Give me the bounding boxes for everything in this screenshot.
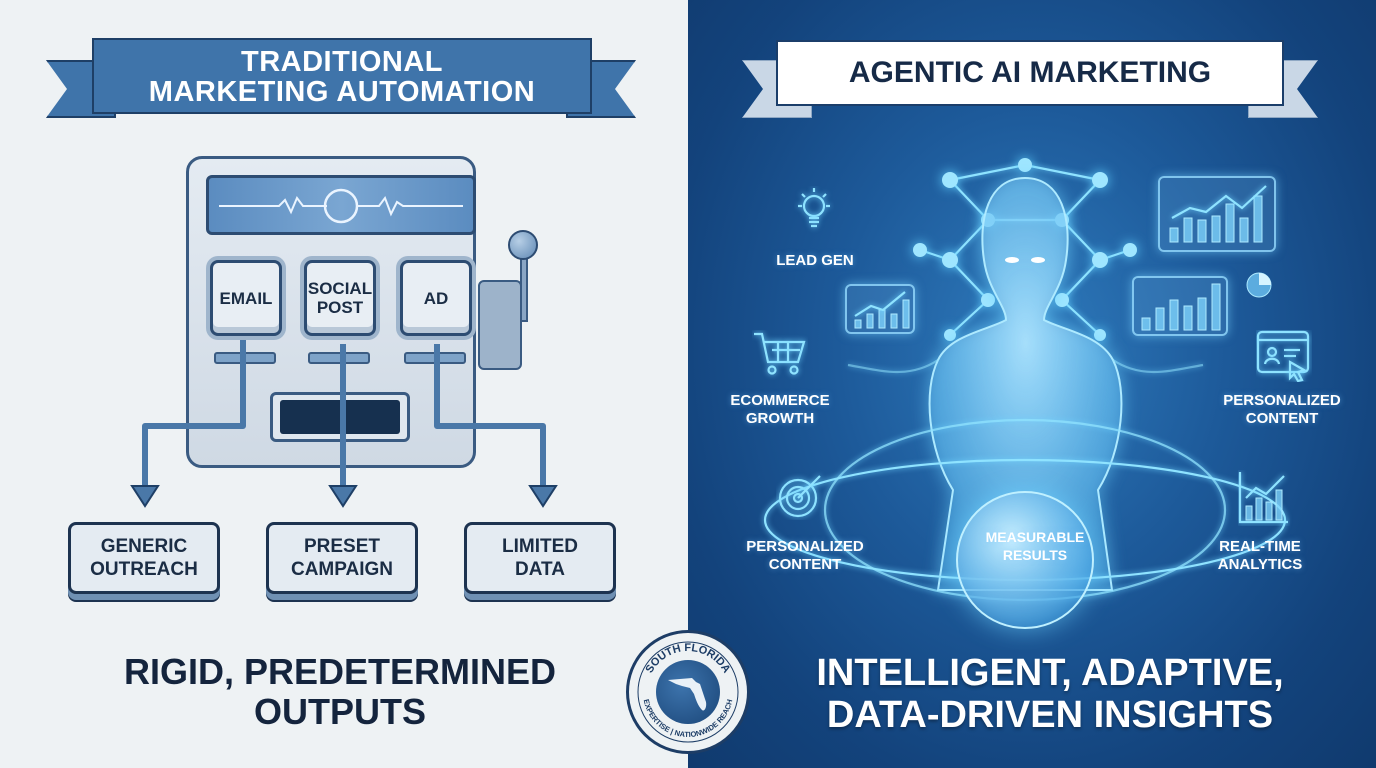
lever-housing xyxy=(478,280,522,370)
ad-label: AD xyxy=(423,288,449,308)
feature-label-line1: PERSONALIZED xyxy=(1223,392,1341,409)
email-button: EMAIL xyxy=(210,260,282,336)
feature-label-line1: ECOMMERCE xyxy=(730,392,830,409)
shopping-cart-icon xyxy=(754,332,806,375)
output-line1: PRESET xyxy=(303,536,381,557)
feature-personalized-content-left: PERSONALIZED CONTENT xyxy=(740,538,870,574)
social-label-line1: SOCIAL xyxy=(307,279,373,298)
output-preset-campaign: PRESET CAMPAIGN xyxy=(266,522,418,594)
target-icon xyxy=(778,475,821,518)
lightbulb-icon xyxy=(798,188,830,228)
badge-center xyxy=(656,660,720,724)
feature-label-line2: CONTENT xyxy=(1245,410,1319,427)
machine-screen xyxy=(206,175,476,235)
pie-chart-icon xyxy=(1246,272,1272,298)
output-generic-outreach: GENERIC OUTREACH xyxy=(68,522,220,594)
email-label: EMAIL xyxy=(219,288,273,308)
caption-line1: RIGID, PREDETERMINED xyxy=(123,651,557,692)
caption-line1: INTELLIGENT, ADAPTIVE, xyxy=(816,652,1284,694)
florida-map-icon xyxy=(668,678,707,711)
slot-indicator-2 xyxy=(308,352,370,364)
feature-label-line2: CONTENT xyxy=(768,556,842,573)
feature-label-line2: ANALYTICS xyxy=(1217,556,1303,573)
trend-chart-panel xyxy=(845,284,915,334)
banner-title-line1: TRADITIONAL xyxy=(240,46,444,78)
feature-measurable-results: MEASURABLE RESULTS xyxy=(970,528,1100,564)
bar-line-chart-icon xyxy=(1169,185,1267,243)
bar-chart-panel xyxy=(1132,276,1228,336)
social-post-button: SOCIAL POST xyxy=(304,260,376,336)
feature-label-line2: GROWTH xyxy=(745,410,815,427)
ad-button: AD xyxy=(400,260,472,336)
caption-line2: OUTPUTS xyxy=(253,691,426,732)
traditional-caption: RIGID, PREDETERMINED OUTPUTS xyxy=(60,652,620,732)
caption-line2: DATA-DRIVEN INSIGHTS xyxy=(826,694,1274,736)
feature-label-line1: REAL-TIME xyxy=(1219,538,1301,555)
feature-label-line1: PERSONALIZED xyxy=(746,538,864,555)
agentic-caption: INTELLIGENT, ADAPTIVE, DATA-DRIVEN INSIG… xyxy=(780,652,1320,736)
profile-window-icon xyxy=(1256,330,1310,382)
feature-lead-gen: LEAD GEN xyxy=(760,252,870,270)
output-line1: GENERIC xyxy=(100,536,188,557)
output-line2: DATA xyxy=(515,559,565,580)
banner-title: AGENTIC AI MARKETING xyxy=(848,56,1212,89)
output-line2: CAMPAIGN xyxy=(290,559,394,580)
bar-chart-icon xyxy=(1141,283,1221,331)
flow-arrows xyxy=(130,340,558,508)
ai-figure-illustration xyxy=(763,158,1287,629)
feature-label-line1: MEASURABLE xyxy=(985,529,1085,545)
lever-knob-icon xyxy=(508,230,538,260)
feature-label: LEAD GEN xyxy=(776,252,854,269)
trend-chart-icon xyxy=(854,291,910,329)
output-line1: LIMITED xyxy=(502,536,578,557)
analytics-chart-icon xyxy=(1238,472,1288,524)
agentic-banner: AGENTIC AI MARKETING xyxy=(776,40,1284,106)
feature-real-time-analytics: REAL-TIME ANALYTICS xyxy=(1200,538,1320,574)
output-line2: OUTREACH xyxy=(90,559,198,580)
feature-personalized-content-right: PERSONALIZED CONTENT xyxy=(1212,392,1352,428)
feature-ecommerce-growth: ECOMMERCE GROWTH xyxy=(720,392,840,428)
feature-label-line2: RESULTS xyxy=(1002,547,1068,563)
output-limited-data: LIMITED DATA xyxy=(464,522,616,594)
traditional-banner: TRADITIONAL MARKETING AUTOMATION xyxy=(92,38,592,114)
banner-title-line2: MARKETING AUTOMATION xyxy=(148,76,536,108)
social-label-line2: POST xyxy=(316,298,364,317)
growth-chart-panel xyxy=(1158,176,1276,252)
heartbeat-icon xyxy=(219,188,463,224)
